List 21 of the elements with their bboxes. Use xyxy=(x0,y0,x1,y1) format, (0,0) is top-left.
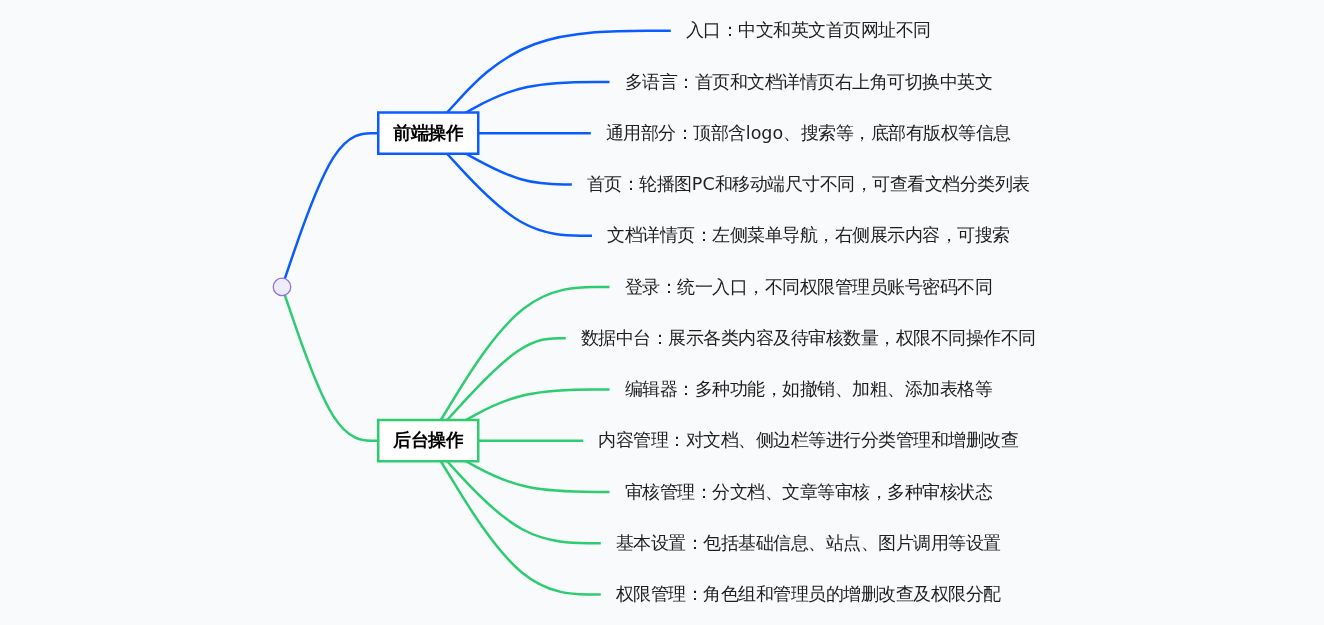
node-text: 入口：中文和英文首页网址不同 xyxy=(685,20,931,40)
node-text: 多语言：首页和文档详情页右上角可切换中英文 xyxy=(624,71,992,92)
connector xyxy=(283,294,379,442)
connector xyxy=(446,336,566,421)
node-box: 前端操作 xyxy=(377,111,480,155)
node-text: 编辑器：多种功能，如撤销、加粗、添加表格等 xyxy=(624,378,992,399)
connector xyxy=(439,285,610,421)
connector xyxy=(478,439,584,442)
node-text: 内容管理：对文档、侧边栏等进行分类管理和增删改查 xyxy=(598,430,1019,450)
node-text: 数据中台：展示各类内容及待审核数量，权限不同操作不同 xyxy=(580,327,1036,348)
node-text: 通用部分：顶部含logo、搜索等，底部有版权等信息 xyxy=(605,122,1011,143)
node-text: 文档详情页：左侧菜单导航，右侧展示内容，可搜索 xyxy=(607,225,1010,245)
node-circle xyxy=(272,277,292,297)
node-text: 审核管理：分文档、文章等审核，多种审核状态 xyxy=(624,481,992,502)
connector xyxy=(478,131,591,135)
node-box: 后台操作 xyxy=(377,418,480,463)
node-text: 权限管理：角色组和管理员的增删改查及权限分配 xyxy=(615,583,1001,604)
connector xyxy=(283,131,379,279)
node-text: 首页：轮播图PC和移动端尺寸不同，可查看文档分类列表 xyxy=(586,173,1030,194)
node-text: 登录：统一入口，不同权限管理员账号密码不同 xyxy=(624,276,992,297)
node-text: 基本设置：包括基础信息、站点、图片调用等设置 xyxy=(615,532,1001,553)
